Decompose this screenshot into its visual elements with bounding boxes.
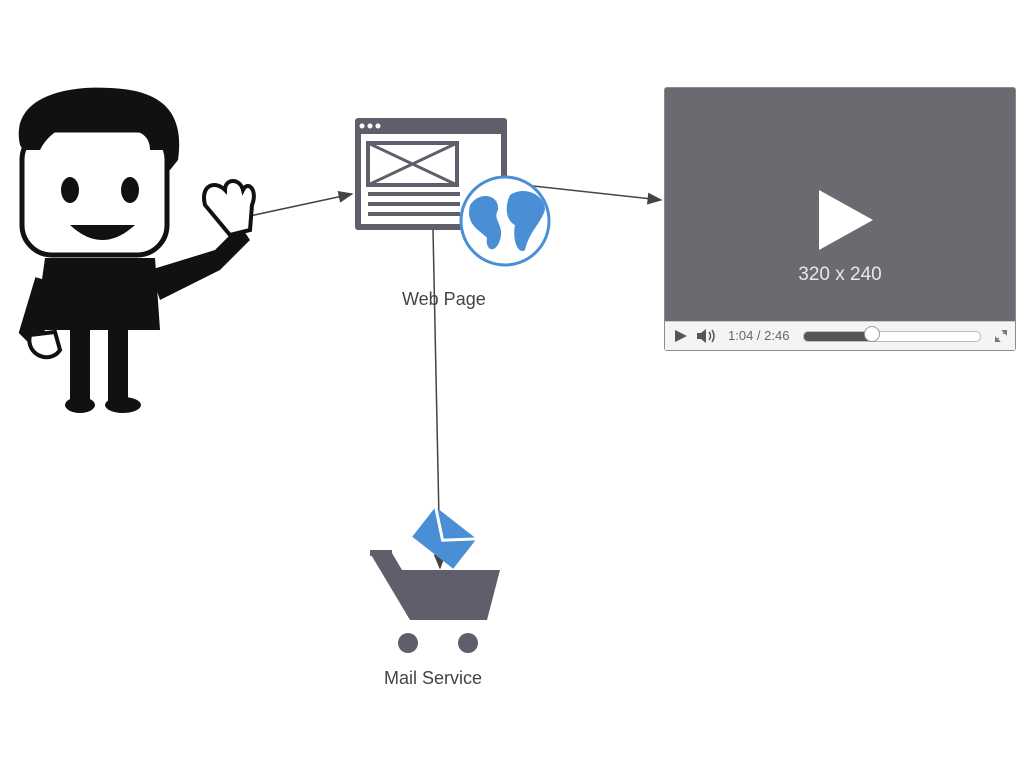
web-page-label: Web Page — [402, 289, 486, 309]
big-play-icon[interactable] — [817, 188, 875, 252]
connector-person-to-webpage — [244, 190, 354, 218]
video-player[interactable]: 320 x 240 1:04 / 2:46 — [664, 87, 1016, 351]
mail-service-label: Mail Service — [384, 668, 483, 688]
video-size-label: 320 x 240 — [798, 264, 882, 285]
video-progress-fill — [804, 332, 873, 341]
mail-cart-icon — [370, 506, 500, 653]
globe-icon — [459, 175, 551, 267]
play-icon[interactable] — [675, 330, 687, 342]
video-progress-track[interactable] — [803, 331, 981, 342]
volume-icon[interactable] — [697, 329, 717, 343]
video-progress-knob[interactable] — [863, 326, 880, 342]
fullscreen-icon[interactable] — [995, 330, 1007, 342]
person-waving-icon — [18, 87, 256, 413]
video-time: 1:04 / 2:46 — [728, 328, 790, 343]
video-controls-bar: 1:04 / 2:46 — [665, 321, 1015, 350]
